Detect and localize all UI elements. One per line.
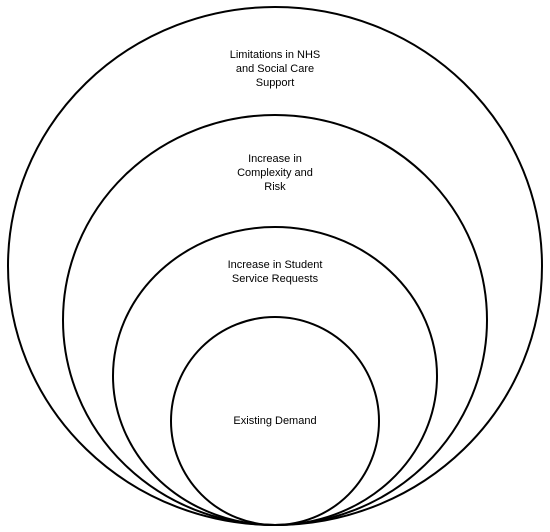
ring-inner [170, 316, 380, 526]
ring-outer-label-line: Limitations in NHS [229, 49, 321, 61]
ring-inner-label: Existing Demand [200, 414, 350, 428]
ring-second-label-line: Complexity and [237, 167, 313, 179]
ring-outer-label-line: Support [255, 77, 295, 89]
ring-third-label: Increase in Student Service Requests [200, 258, 350, 286]
ring-outer-label-line: and Social Care [235, 63, 315, 75]
ring-outer-label: Limitations in NHS and Social Care Suppo… [200, 48, 350, 90]
ring-inner-label-line: Existing Demand [233, 415, 317, 427]
ring-second-label: Increase in Complexity and Risk [200, 152, 350, 194]
ring-third-label-line: Increase in Student [227, 259, 323, 271]
ring-second-label-line: Increase in [248, 153, 302, 165]
ring-second-label-line: Risk [264, 181, 286, 193]
ring-third-label-line: Service Requests [231, 273, 319, 285]
